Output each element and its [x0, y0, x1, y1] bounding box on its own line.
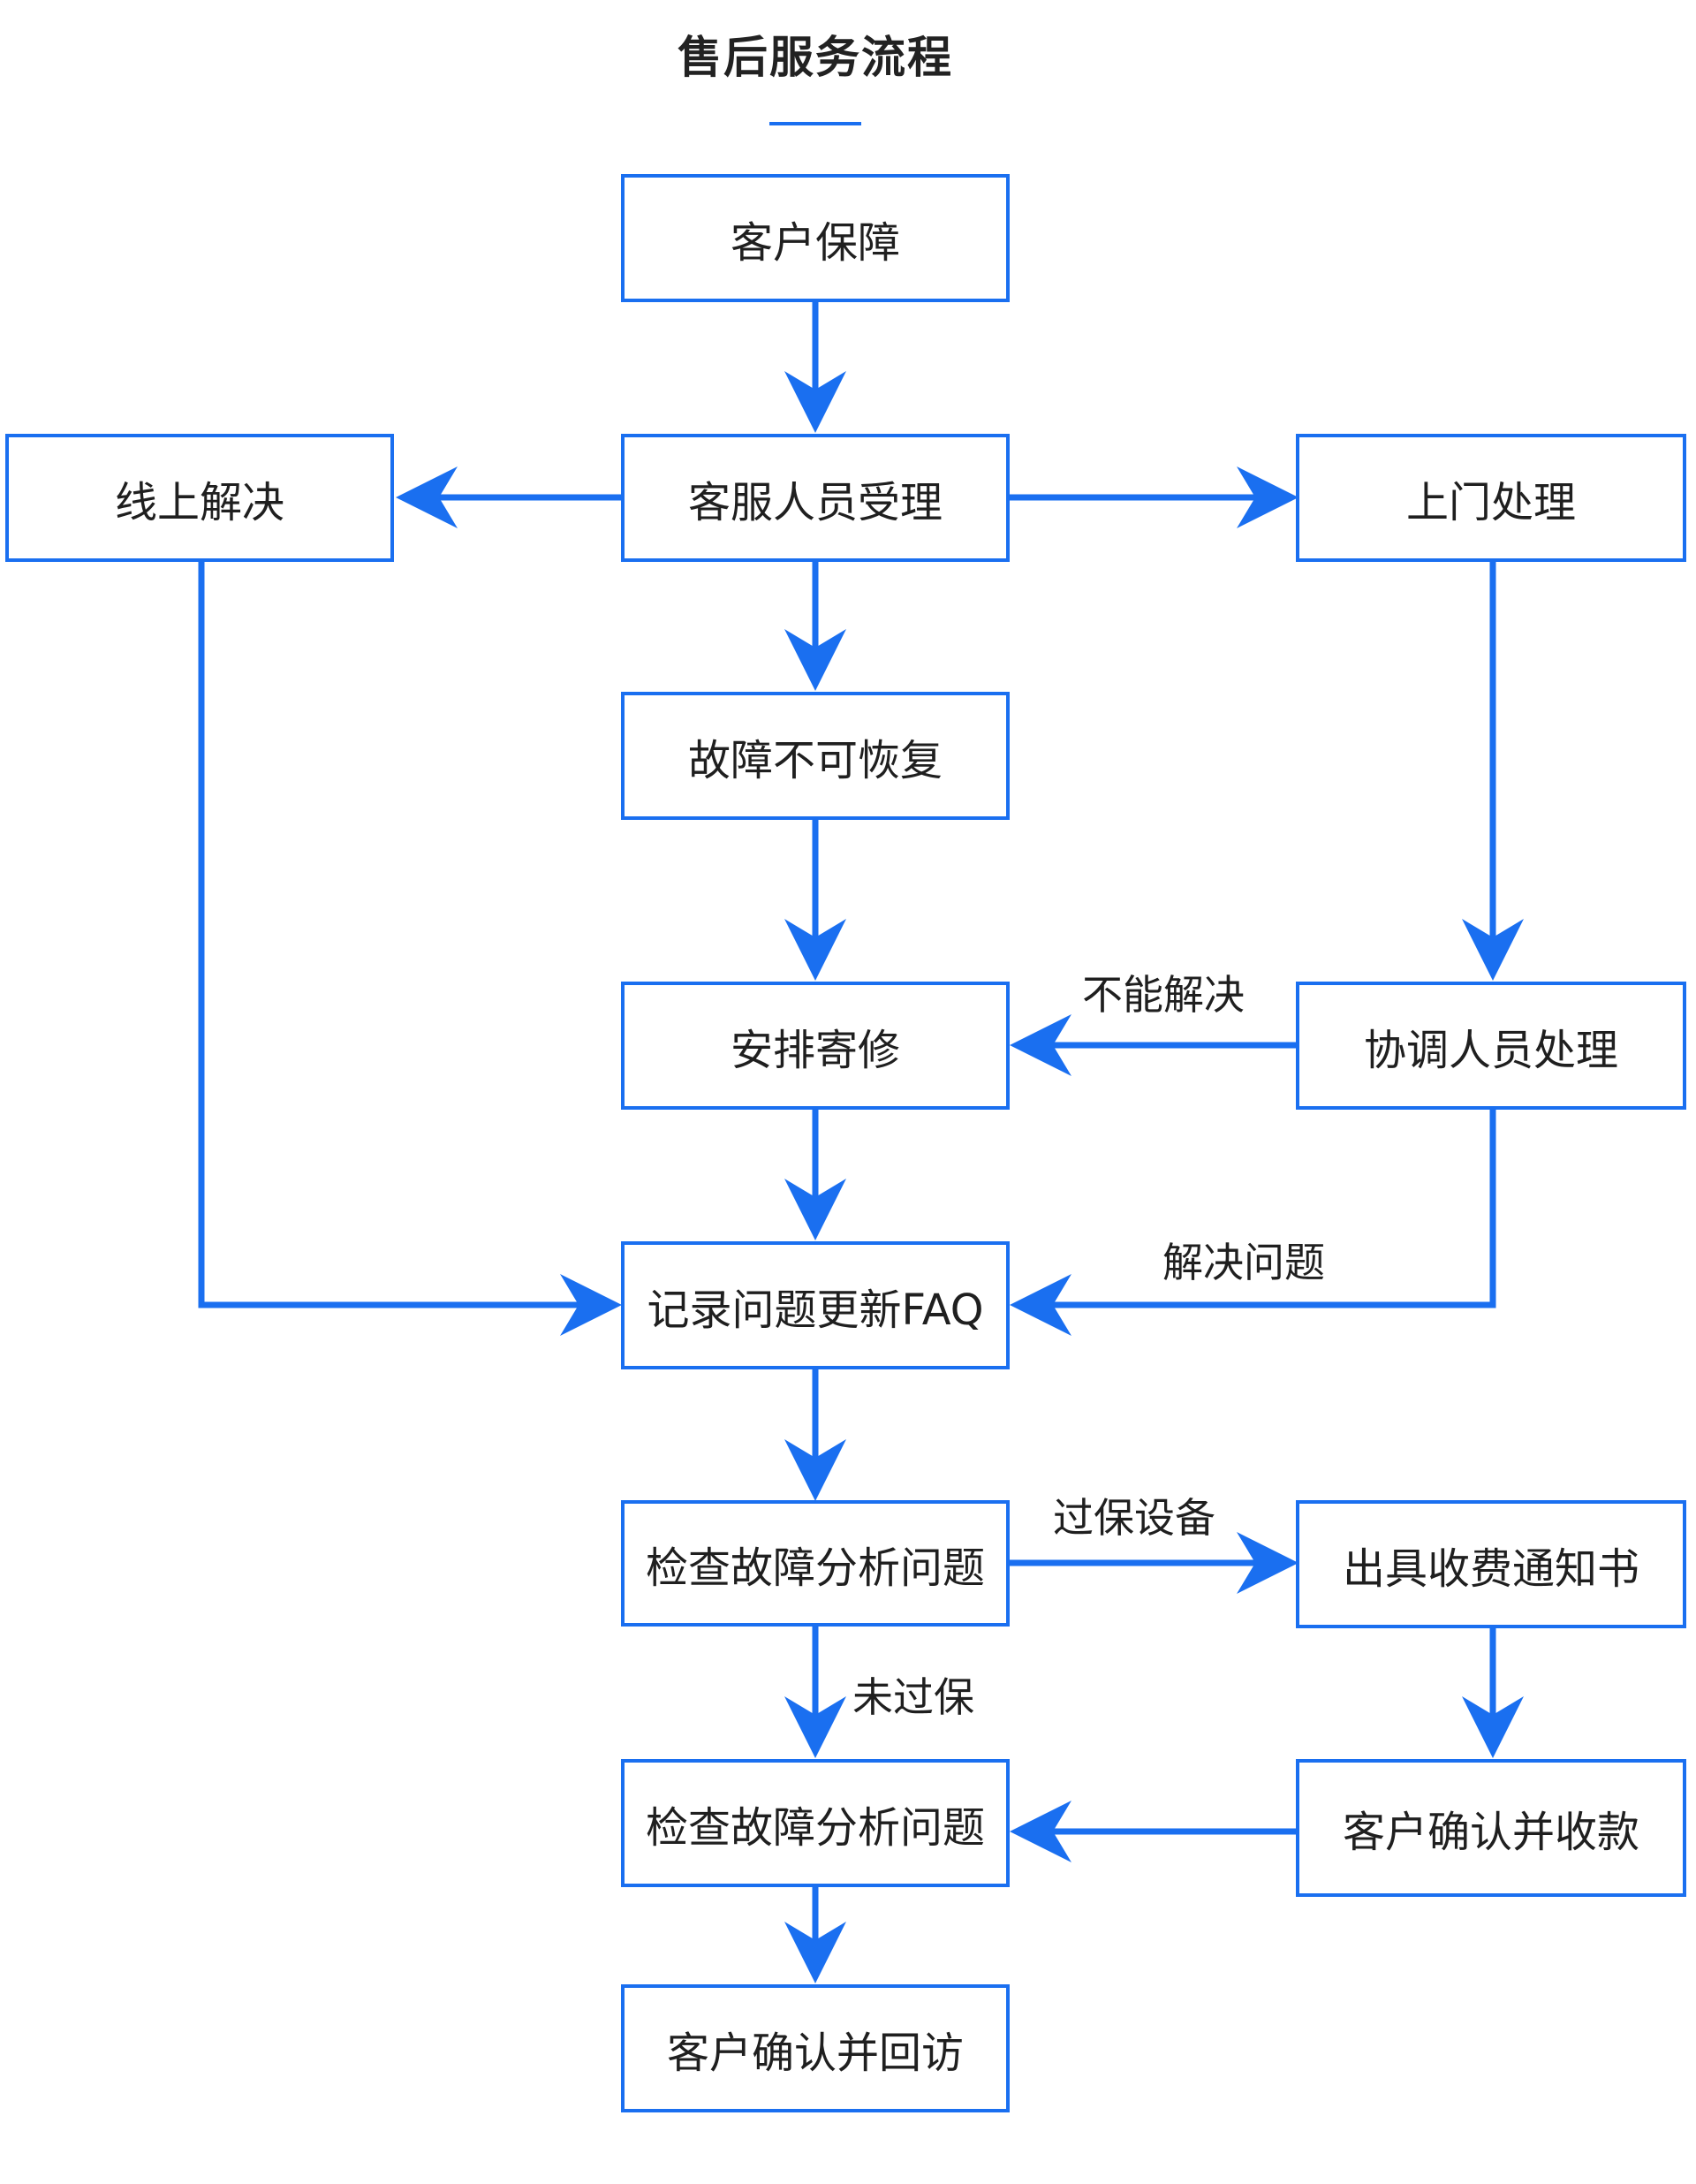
node-arrange-repair: 安排寄修 — [621, 982, 1010, 1110]
label-resolved: 解决问题 — [1162, 1239, 1325, 1286]
label-out-of-warranty: 过保设备 — [1053, 1494, 1215, 1542]
node-customer-confirm-pay: 客户确认并收款 — [1296, 1759, 1686, 1897]
node-coordinator-handle: 协调人员处理 — [1296, 982, 1686, 1110]
node-issue-fee-notice: 出具收费通知书 — [1296, 1500, 1686, 1628]
node-customer-confirm-visit: 客户确认并回访 — [621, 1984, 1010, 2112]
node-inspect-analyze-1: 检查故障分析问题 — [621, 1500, 1010, 1627]
node-inspect-analyze-2: 检查故障分析问题 — [621, 1759, 1010, 1887]
diagram-title: 售后服务流程 — [678, 32, 953, 83]
node-onsite-handle: 上门处理 — [1296, 434, 1686, 562]
label-cannot-resolve: 不能解决 — [1082, 971, 1245, 1019]
edge-online-to-record — [198, 562, 622, 1336]
label-in-warranty: 未过保 — [852, 1673, 974, 1721]
edge-coordinator-to-record — [1010, 1110, 1496, 1336]
node-customer-guarantee: 客户保障 — [621, 174, 1010, 302]
title-underline — [769, 122, 861, 125]
node-record-faq: 记录问题更新FAQ — [621, 1241, 1010, 1369]
node-online-resolve: 线上解决 — [5, 434, 394, 562]
node-cs-accept: 客服人员受理 — [621, 434, 1010, 562]
node-fault-unrecoverable: 故障不可恢复 — [621, 692, 1010, 820]
